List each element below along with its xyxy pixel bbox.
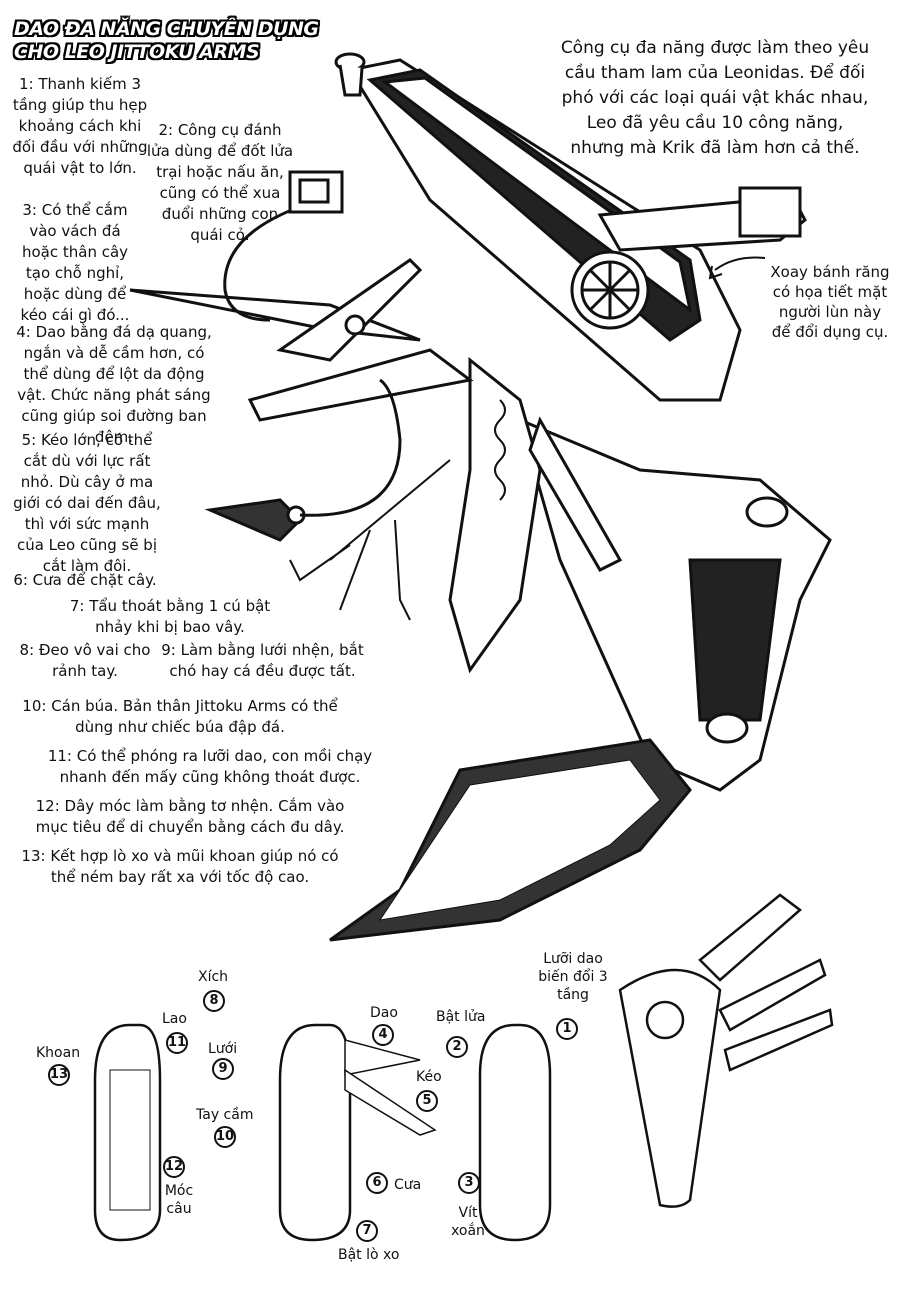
note-8: 8: Đeo vô vai cho rảnh tay. bbox=[19, 641, 151, 680]
note-4: 4: Dao bằng đá dạ quang, ngắn và dễ cầm … bbox=[16, 323, 212, 446]
label-tay-cam: Tay cầm bbox=[196, 1107, 254, 1123]
num-khoan: 13 bbox=[48, 1064, 70, 1086]
note-2: 2: Công cụ đánh lửa dùng để đốt lửa trại… bbox=[146, 121, 294, 244]
label-dao: Dao bbox=[370, 1005, 398, 1021]
note-6: 6: Cưa để chặt cây. bbox=[13, 571, 157, 589]
label-moc-cau: Móc câu bbox=[164, 1183, 194, 1217]
num-vit-xoan: 3 bbox=[458, 1172, 480, 1194]
num-xich: 8 bbox=[203, 990, 225, 1012]
note-11: 11: Có thể phóng ra lưỡi dao, con mồi ch… bbox=[47, 747, 373, 786]
label-lao: Lao bbox=[162, 1011, 187, 1027]
num-luoi: 9 bbox=[212, 1058, 234, 1080]
label-luoi: Lưới bbox=[208, 1041, 238, 1057]
label-bat-lua: Bật lửa bbox=[436, 1009, 486, 1025]
num-luoi-dao: 1 bbox=[556, 1018, 578, 1040]
label-cua: Cưa bbox=[394, 1177, 422, 1193]
num-bat-lua: 2 bbox=[446, 1036, 468, 1058]
num-bat-lo-xo: 7 bbox=[356, 1220, 378, 1242]
num-cua: 6 bbox=[366, 1172, 388, 1194]
num-dao: 4 bbox=[372, 1024, 394, 1046]
label-bat-lo-xo: Bật lò xo bbox=[338, 1247, 400, 1263]
wheel-note: Xoay bánh răng có họa tiết mặt người lùn… bbox=[770, 263, 890, 341]
note-1: 1: Thanh kiếm 3 tầng giúp thu hẹp khoảng… bbox=[12, 75, 148, 177]
label-vit-xoan: Vít xoắn bbox=[451, 1205, 485, 1239]
label-luoi-dao: Lưỡi dao biến đổi 3 tầng bbox=[538, 951, 608, 1003]
label-keo: Kéo bbox=[416, 1069, 442, 1085]
note-10: 10: Cán búa. Bản thân Jittoku Arms có th… bbox=[22, 697, 338, 736]
num-tay-cam: 10 bbox=[214, 1126, 236, 1148]
page-title: DAO ĐA NĂNG CHUYÊN DỤNG CHO LEO JITTOKU … bbox=[14, 18, 319, 63]
intro-text: Công cụ đa năng được làm theo yêu cầu th… bbox=[560, 38, 870, 158]
label-xich: Xích bbox=[198, 969, 229, 985]
note-9: 9: Làm bằng lưới nhện, bắt chó hay cá đề… bbox=[161, 641, 364, 680]
num-moc-cau: 12 bbox=[163, 1156, 185, 1178]
num-lao: 11 bbox=[166, 1032, 188, 1054]
note-5: 5: Kéo lớn, có thể cắt dù với lực rất nh… bbox=[13, 431, 161, 575]
note-13: 13: Kết hợp lò xo và mũi khoan giúp nó c… bbox=[21, 847, 339, 886]
num-keo: 5 bbox=[416, 1090, 438, 1112]
note-7: 7: Tẩu thoát bằng 1 cú bật nhảy khi bị b… bbox=[69, 597, 271, 636]
note-3: 3: Có thể cắm vào vách đá hoặc thân cây … bbox=[20, 201, 130, 324]
note-12: 12: Dây móc làm bằng tơ nhện. Cắm vào mụ… bbox=[35, 797, 345, 836]
label-khoan: Khoan bbox=[36, 1045, 81, 1061]
